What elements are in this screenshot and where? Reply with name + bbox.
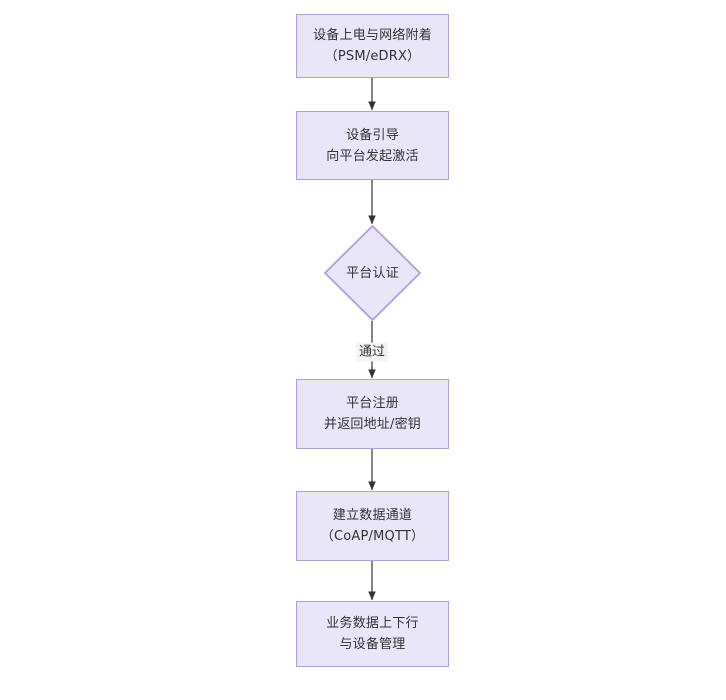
node-business-data-and-device-management[interactable]: 业务数据上下行 与设备管理: [296, 601, 449, 667]
node-label-line: 业务数据上下行: [326, 616, 419, 631]
node-label-line: 建立数据通道: [332, 508, 413, 523]
node-device-bootstrap[interactable]: 设备引导 向平台发起激活: [296, 111, 449, 180]
node-label-line: （PSM/eDRX）: [324, 49, 421, 64]
node-establish-data-channel[interactable]: 建立数据通道 （CoAP/MQTT）: [296, 491, 449, 561]
node-label-line: 平台认证: [346, 265, 399, 281]
node-label-line: 与设备管理: [339, 637, 406, 652]
node-label-line: 并返回地址/密钥: [324, 417, 421, 432]
node-label-line: （CoAP/MQTT）: [320, 529, 425, 544]
node-platform-authentication-decision[interactable]: 平台认证: [324, 225, 421, 321]
node-label-line: 平台注册: [346, 396, 399, 411]
edge-label: 通过: [355, 342, 389, 362]
node-label-line: 设备上电与网络附着: [313, 28, 432, 43]
node-label-line: 设备引导: [346, 127, 399, 143]
diamond-shape-icon: [324, 225, 421, 321]
node-platform-registration[interactable]: 平台注册 并返回地址/密钥: [296, 379, 449, 449]
node-label-line: 向平台发起激活: [326, 148, 419, 164]
node-device-power-on[interactable]: 设备上电与网络附着 （PSM/eDRX）: [296, 14, 449, 78]
